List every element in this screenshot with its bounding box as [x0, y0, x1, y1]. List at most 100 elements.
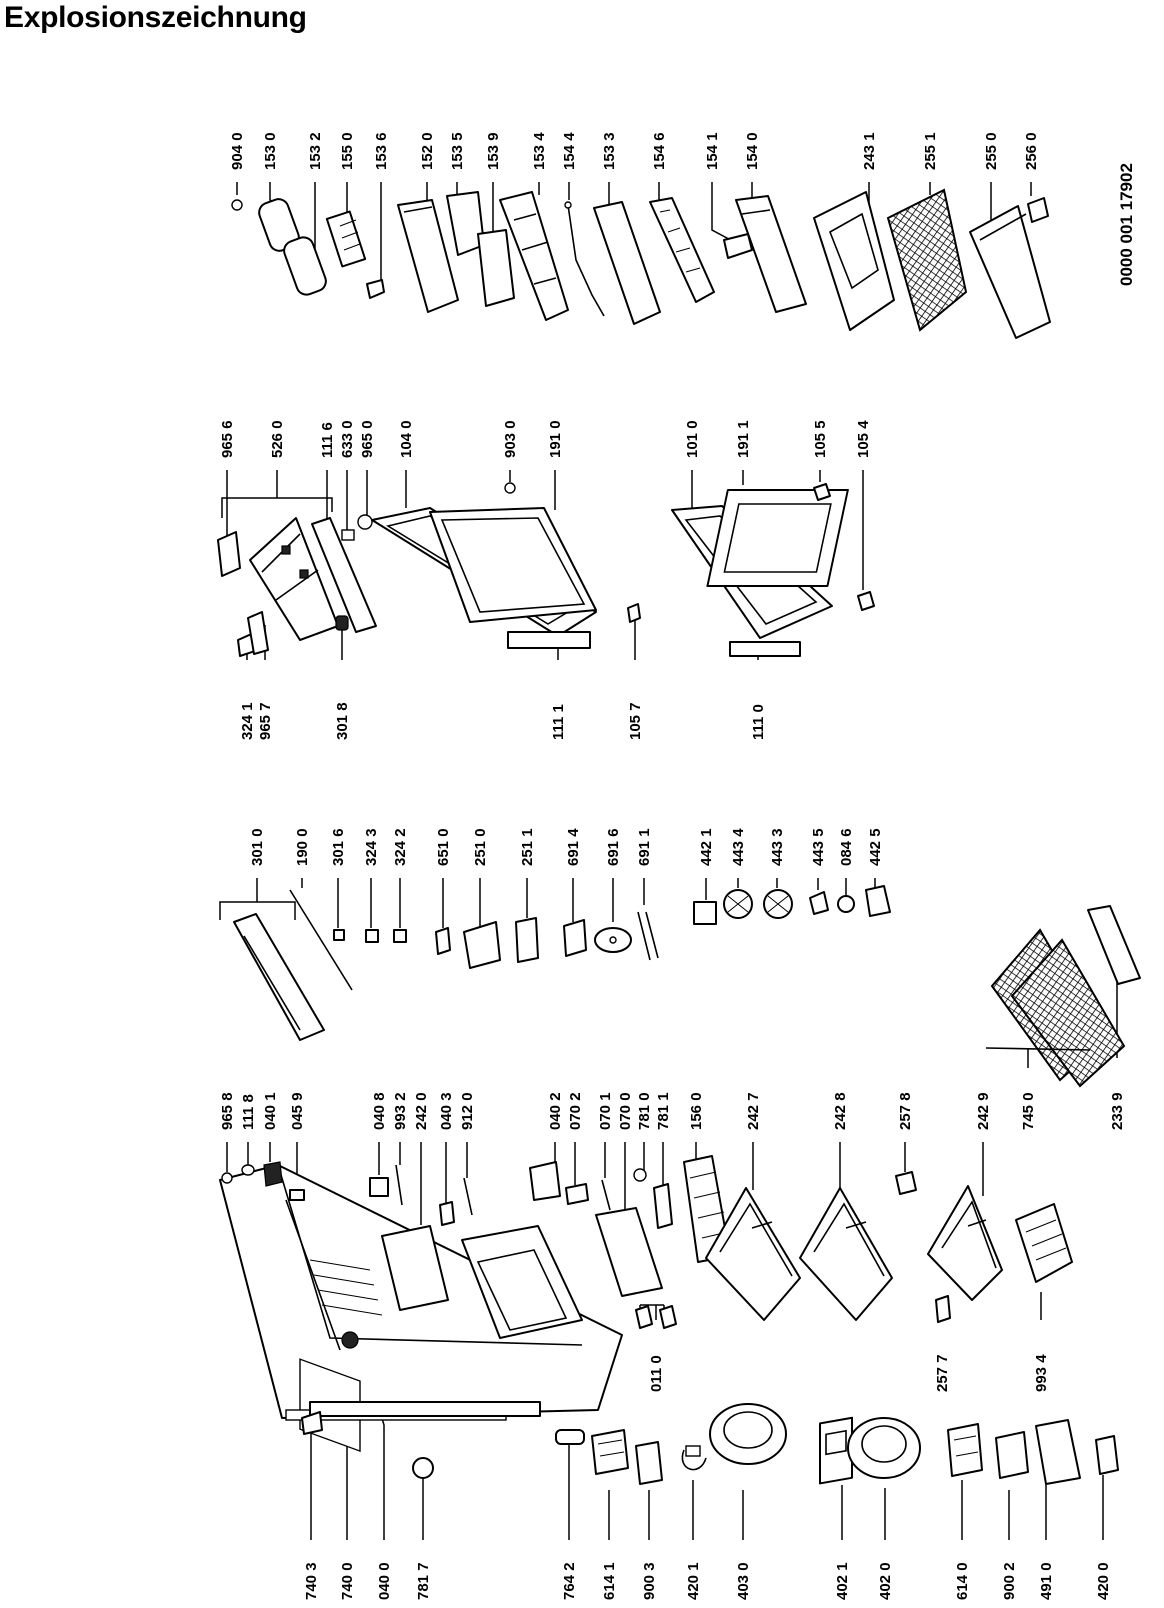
- label-153-0: 153 0: [262, 132, 279, 170]
- label-900-2: 900 2: [1001, 1562, 1018, 1600]
- label-105-7: 105 7: [627, 702, 644, 740]
- label-442-5: 442 5: [867, 828, 884, 866]
- label-442-1: 442 1: [698, 828, 715, 866]
- label-491-0: 491 0: [1038, 1562, 1055, 1600]
- label-070-1: 070 1: [597, 1092, 614, 1130]
- page-title: Explosionszeichnung: [4, 1, 307, 34]
- label-257-7: 257 7: [934, 1354, 951, 1392]
- label-153-5: 153 5: [449, 132, 466, 170]
- label-443-4: 443 4: [730, 828, 747, 866]
- label-070-0: 070 0: [617, 1092, 634, 1130]
- label-993-4: 993 4: [1033, 1354, 1050, 1392]
- label-301-8: 301 8: [334, 702, 351, 740]
- label-403-0: 403 0: [735, 1562, 752, 1600]
- door-balconies-and-shelves: [231, 188, 1051, 339]
- callouts-door-parts: 904 0 153 0 153 2 155 0 153 6 152 0 153 …: [229, 132, 1040, 170]
- label-256-0: 256 0: [1023, 132, 1040, 170]
- label-040-2: 040 2: [547, 1092, 564, 1130]
- label-242-0: 242 0: [413, 1092, 430, 1130]
- label-965-0: 965 0: [359, 420, 376, 458]
- label-420-1: 420 1: [685, 1562, 702, 1600]
- label-740-3: 740 3: [303, 1562, 320, 1600]
- label-324-3: 324 3: [363, 828, 380, 866]
- label-965-7: 965 7: [257, 702, 274, 740]
- control-panel-and-doors: [217, 482, 875, 657]
- label-040-8: 040 8: [371, 1092, 388, 1130]
- label-912-0: 912 0: [459, 1092, 476, 1130]
- label-040-1: 040 1: [262, 1092, 279, 1130]
- label-324-1: 324 1: [239, 702, 256, 740]
- callouts-cabinet-and-drawers: 965 8 111 8 040 1 045 9 040 8 993 2 242 …: [219, 1092, 1126, 1392]
- label-781-0: 781 0: [636, 1092, 653, 1130]
- label-111-1: 111 1: [550, 704, 567, 740]
- label-153-3: 153 3: [601, 132, 618, 170]
- label-301-6: 301 6: [330, 828, 347, 866]
- label-614-0: 614 0: [954, 1562, 971, 1600]
- label-781-1: 781 1: [655, 1092, 672, 1130]
- label-191-0: 191 0: [547, 420, 564, 458]
- label-691-1: 691 1: [636, 828, 653, 866]
- compressor-and-electrics: [301, 1403, 1119, 1485]
- label-691-4: 691 4: [565, 828, 582, 866]
- leader-lines: [219, 182, 1118, 1540]
- label-153-2: 153 2: [307, 132, 324, 170]
- label-105-5: 105 5: [812, 420, 829, 458]
- label-070-2: 070 2: [567, 1092, 584, 1130]
- label-191-1: 191 1: [735, 420, 752, 458]
- label-257-8: 257 8: [897, 1092, 914, 1130]
- label-740-0: 740 0: [339, 1562, 356, 1600]
- label-111-6: 111 6: [319, 422, 336, 458]
- label-781-7: 781 7: [415, 1562, 432, 1600]
- label-040-0: 040 0: [376, 1562, 393, 1600]
- label-691-6: 691 6: [605, 828, 622, 866]
- label-614-1: 614 1: [601, 1562, 618, 1600]
- callouts-base-components: 740 3 740 0 040 0 781 7 764 2 614 1 900 …: [303, 1562, 1112, 1600]
- label-040-3: 040 3: [438, 1092, 455, 1130]
- label-903-0: 903 0: [502, 420, 519, 458]
- label-443-5: 443 5: [810, 828, 827, 866]
- label-965-8: 965 8: [219, 1092, 236, 1130]
- label-011-0: 011 0: [648, 1355, 665, 1392]
- label-154-6: 154 6: [651, 132, 668, 170]
- label-155-0: 155 0: [339, 132, 356, 170]
- label-402-0: 402 0: [877, 1562, 894, 1600]
- label-242-8: 242 8: [832, 1092, 849, 1130]
- label-111-0: 111 0: [750, 704, 767, 740]
- label-045-9: 045 9: [289, 1092, 306, 1130]
- label-154-4: 154 4: [561, 132, 578, 170]
- label-526-0: 526 0: [269, 420, 286, 458]
- label-156-0: 156 0: [688, 1092, 705, 1130]
- label-154-0: 154 0: [744, 132, 761, 170]
- label-633-0: 633 0: [339, 420, 356, 458]
- label-233-9: 233 9: [1109, 1092, 1126, 1130]
- wire-shelves: [985, 905, 1141, 1088]
- label-745-0: 745 0: [1020, 1092, 1037, 1130]
- label-153-4: 153 4: [531, 132, 548, 170]
- label-764-2: 764 2: [561, 1562, 578, 1600]
- label-111-8: 111 8: [240, 1094, 257, 1130]
- label-402-1: 402 1: [834, 1562, 851, 1600]
- label-900-3: 900 3: [641, 1562, 658, 1600]
- label-105-4: 105 4: [855, 420, 872, 458]
- label-084-6: 084 6: [838, 828, 855, 866]
- label-255-0: 255 0: [983, 132, 1000, 170]
- label-152-0: 152 0: [419, 132, 436, 170]
- callouts-door-and-frame: 965 6 526 0 111 6 633 0 965 0 104 0 903 …: [219, 420, 872, 740]
- cabinet-body: [219, 1164, 623, 1452]
- lamp-and-fan-assembly: [233, 885, 891, 1041]
- label-993-2: 993 2: [392, 1092, 409, 1130]
- label-324-2: 324 2: [392, 828, 409, 866]
- label-420-0: 420 0: [1095, 1562, 1112, 1600]
- label-242-9: 242 9: [975, 1092, 992, 1130]
- label-301-0: 301 0: [249, 828, 266, 866]
- label-904-0: 904 0: [229, 132, 246, 170]
- label-154-1: 154 1: [704, 132, 721, 170]
- label-243-1: 243 1: [861, 132, 878, 170]
- label-153-9: 153 9: [485, 132, 502, 170]
- label-255-1: 255 1: [922, 132, 939, 170]
- document-number: 0000 001 17902: [1117, 163, 1136, 286]
- label-104-0: 104 0: [398, 420, 415, 458]
- label-242-7: 242 7: [745, 1092, 762, 1130]
- label-101-0: 101 0: [684, 420, 701, 458]
